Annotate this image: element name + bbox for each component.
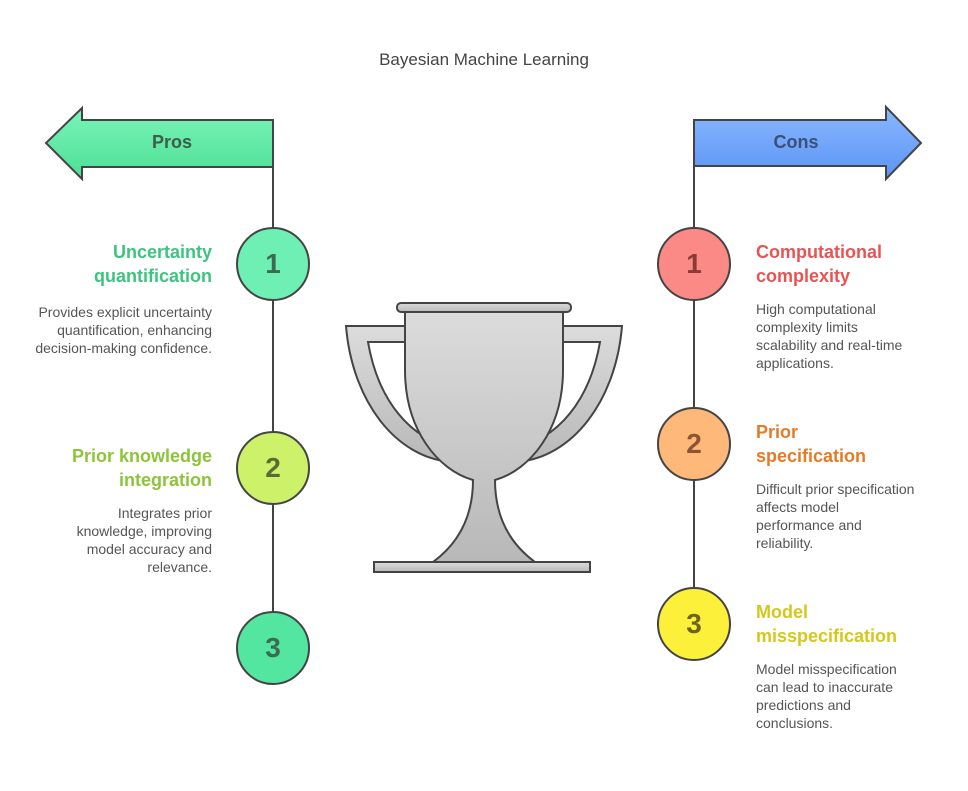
cons-item-2-desc: Difficult prior specification affects mo… [756, 481, 915, 551]
pros-label: Pros [151, 132, 193, 152]
pros-circle-3 [236, 611, 310, 685]
pros-item-2-title: Prior knowledge integration [71, 446, 212, 490]
cons-item-2-title: Prior specification [756, 422, 867, 466]
pros-item-1-title: Uncertainty quantification [94, 242, 212, 286]
pros-circle-2 [236, 431, 310, 505]
page-title: Bayesian Machine Learning [379, 50, 589, 69]
pros-arrow [44, 105, 274, 182]
cons-number-3: 3 [686, 608, 702, 639]
cons-item-3-desc: Model misspecification can lead to inacc… [756, 661, 897, 731]
pros-number-1: 1 [265, 248, 281, 279]
cons-circle-1 [657, 227, 731, 301]
cons-label: Cons [773, 132, 819, 152]
cons-circle-3 [657, 587, 731, 661]
cons-item-3-title: Model misspecification [756, 602, 898, 646]
cons-arrow [693, 104, 923, 182]
cons-number-2: 2 [686, 428, 702, 459]
pros-number-2: 2 [265, 452, 281, 483]
cons-item-1-desc: High computational complexity limits sca… [756, 301, 903, 371]
pros-item-1-desc: Provides explicit uncertainty quantifica… [35, 304, 212, 356]
cons-number-1: 1 [686, 248, 702, 279]
pros-circle-1 [236, 227, 310, 301]
cons-item-1-title: Computational complexity [756, 242, 882, 286]
cons-circle-2 [657, 407, 731, 481]
pros-item-2-desc: Integrates prior knowledge, improving mo… [76, 505, 212, 575]
trophy-icon [344, 302, 624, 573]
pros-number-3: 3 [265, 632, 281, 663]
